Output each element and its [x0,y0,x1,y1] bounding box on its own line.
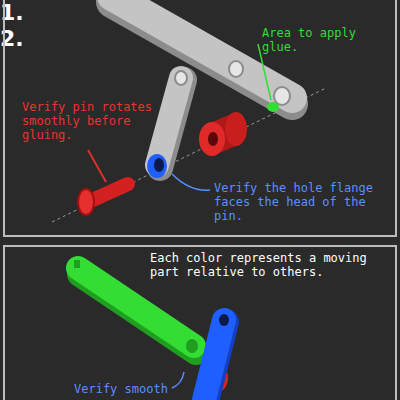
pin-note: Verify pin rotates smoothly before gluin… [22,100,156,142]
glue-note: Area to apply glue. [262,26,396,54]
notch [74,260,80,268]
bushing-face [199,122,225,156]
arm-hole [274,87,290,105]
panel-note: Each color represents a moving part rela… [150,251,396,279]
arm-hole [229,61,243,77]
glue-area [267,102,279,112]
pin-head [78,189,94,215]
panel-border [4,0,396,236]
crank-hole [175,71,187,85]
leader-line [172,372,184,388]
bushing-end [225,112,247,146]
hole [154,158,164,172]
leader-line [88,150,106,182]
arm-hole [186,339,198,353]
flange-note: Verify the hole flange faces the head of… [214,181,380,223]
bushing-hole [208,132,218,146]
panel-border [4,246,396,400]
crank [157,78,181,165]
leader-line [172,174,210,190]
step-number: 1. [0,0,400,26]
smooth-note: Verify smooth [74,382,174,396]
blue-crank [204,320,224,400]
crank-hole [219,314,229,326]
hole-flange [147,154,167,178]
green-arm [78,268,194,346]
